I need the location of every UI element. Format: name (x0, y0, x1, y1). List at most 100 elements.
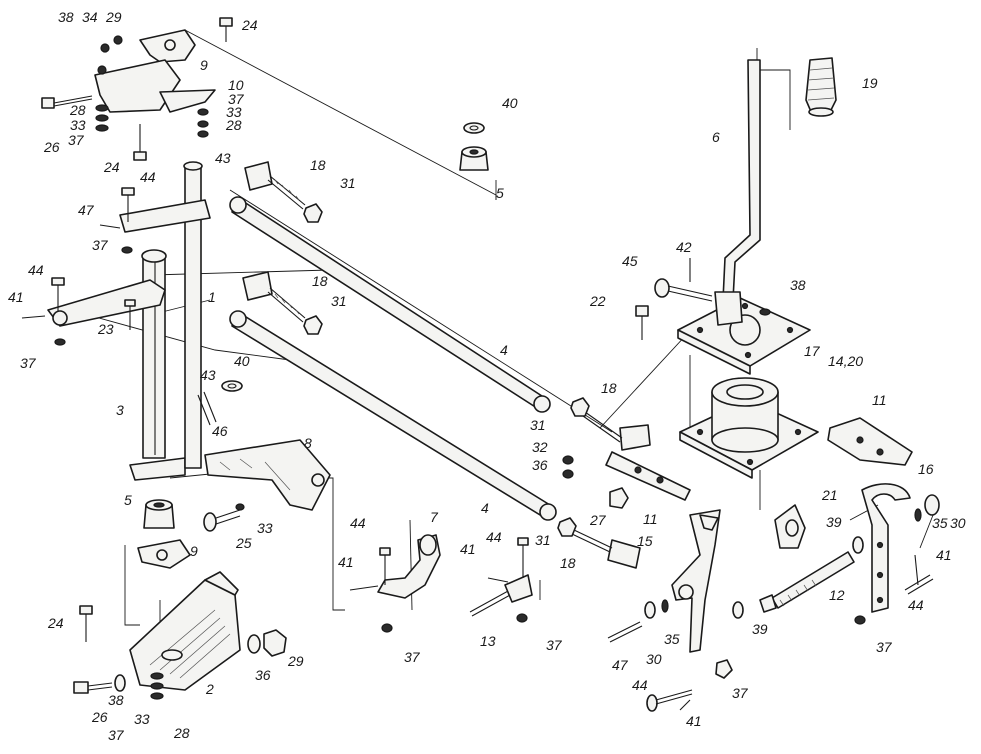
clamp-21 (774, 504, 806, 549)
callout-label: 47 (78, 202, 95, 218)
callout-label: 21 (821, 487, 838, 503)
callout-label: 16 (918, 461, 934, 477)
callout-label: 11 (643, 511, 658, 527)
callout-label: 30 (646, 651, 662, 667)
callout-label: 39 (826, 514, 842, 530)
callout-label: 37 (68, 132, 85, 148)
callout-label: 28 (173, 725, 190, 741)
bolt-26-upper (41, 95, 93, 109)
pin-42-bolt-45 (654, 258, 713, 302)
callout-label: 40 (502, 95, 518, 111)
callout-label: 35 (932, 515, 948, 531)
bushing-5-upper (459, 146, 489, 171)
callout-label: 24 (103, 159, 120, 175)
washers-30-35-39 (644, 494, 940, 619)
upper-mounting-bracket (94, 29, 216, 113)
callout-label: 26 (91, 709, 108, 725)
callout-label: 35 (664, 631, 680, 647)
nuts-31 (303, 203, 590, 537)
gear-lever-6 (722, 59, 761, 301)
callout-label: 14,20 (828, 353, 863, 369)
callout-label: 29 (105, 9, 122, 25)
rod-end-18-a (244, 161, 306, 210)
callout-label: 25 (235, 535, 252, 551)
small-parts-37-41 (21, 224, 133, 346)
callout-label: 31 (331, 293, 347, 309)
callout-label: 1 (208, 289, 216, 305)
bolt-24-lower (79, 605, 93, 642)
callout-label: 38 (58, 9, 74, 25)
plate-11-left (605, 451, 691, 501)
callout-label: 15 (637, 533, 653, 549)
callout-label: 18 (310, 157, 326, 173)
callout-label: 2 (205, 681, 214, 697)
callout-label: 9 (190, 543, 198, 559)
callout-label: 24 (47, 615, 64, 631)
callout-label: 36 (532, 457, 548, 473)
callout-label: 22 (589, 293, 606, 309)
callout-label: 41 (686, 713, 702, 729)
callout-label: 17 (804, 343, 821, 359)
bolt-44-lower-right (646, 659, 733, 712)
callout-label: 37 (546, 637, 563, 653)
callout-label: 37 (404, 649, 421, 665)
lever-16 (861, 483, 911, 613)
callout-label: 18 (560, 555, 576, 571)
housing-14-20 (679, 377, 819, 479)
callout-label: 9 (200, 57, 208, 73)
callout-label: 37 (92, 237, 109, 253)
washer-stack-upper (95, 104, 209, 138)
bolt-22 (635, 305, 649, 340)
callout-label: 18 (601, 380, 617, 396)
callout-label: 19 (862, 75, 878, 91)
callout-label: 23 (97, 321, 114, 337)
callout-label: 44 (632, 677, 648, 693)
callout-label: 28 (225, 117, 242, 133)
callout-label: 4 (481, 500, 489, 516)
callout-label: 38 (108, 692, 124, 708)
pins-43-46 (197, 391, 217, 426)
assembly-guide-lines (69, 29, 936, 640)
plate-11-right (827, 417, 913, 466)
callout-label: 39 (752, 621, 768, 637)
bolt-26-lower (73, 674, 126, 694)
callout-label: 44 (350, 515, 366, 531)
bolt-25 (203, 503, 245, 532)
lever-44-upper (119, 187, 211, 233)
rod-13 (469, 537, 533, 623)
washer-40-lower (221, 380, 243, 392)
rod-end-18-d (571, 529, 641, 569)
callout-label: 42 (676, 239, 692, 255)
callout-label: 4 (500, 342, 508, 358)
callout-label: 13 (480, 633, 496, 649)
callout-label: 5 (496, 185, 504, 201)
callout-label: 10 (228, 77, 244, 93)
pin-23 (124, 299, 136, 330)
shaft-12 (759, 551, 855, 613)
callout-label: 27 (589, 512, 607, 528)
lever-arm-1 (47, 277, 166, 327)
callout-label: 41 (8, 289, 24, 305)
callout-label: 31 (530, 417, 546, 433)
callout-label: 44 (486, 529, 502, 545)
callout-label: 33 (134, 711, 150, 727)
lever-7 (349, 534, 441, 633)
callout-label: 8 (304, 435, 312, 451)
callout-label: 26 (43, 139, 60, 155)
callout-label: 12 (829, 587, 845, 603)
callout-label: 31 (340, 175, 356, 191)
callout-label: 41 (936, 547, 952, 563)
callout-label: 43 (200, 367, 216, 383)
tie-rod-4-upper (229, 196, 551, 413)
rod-end-18-c (582, 411, 651, 451)
callout-label: 37 (20, 355, 37, 371)
callout-label: 43 (215, 150, 231, 166)
callout-label: 6 (712, 129, 720, 145)
callout-label: 37 (228, 91, 245, 107)
bolt-24 (133, 17, 233, 161)
callout-label: 37 (876, 639, 893, 655)
knob-19 (805, 57, 837, 117)
rod-end-18-b (242, 271, 306, 323)
callout-label: 37 (732, 685, 749, 701)
